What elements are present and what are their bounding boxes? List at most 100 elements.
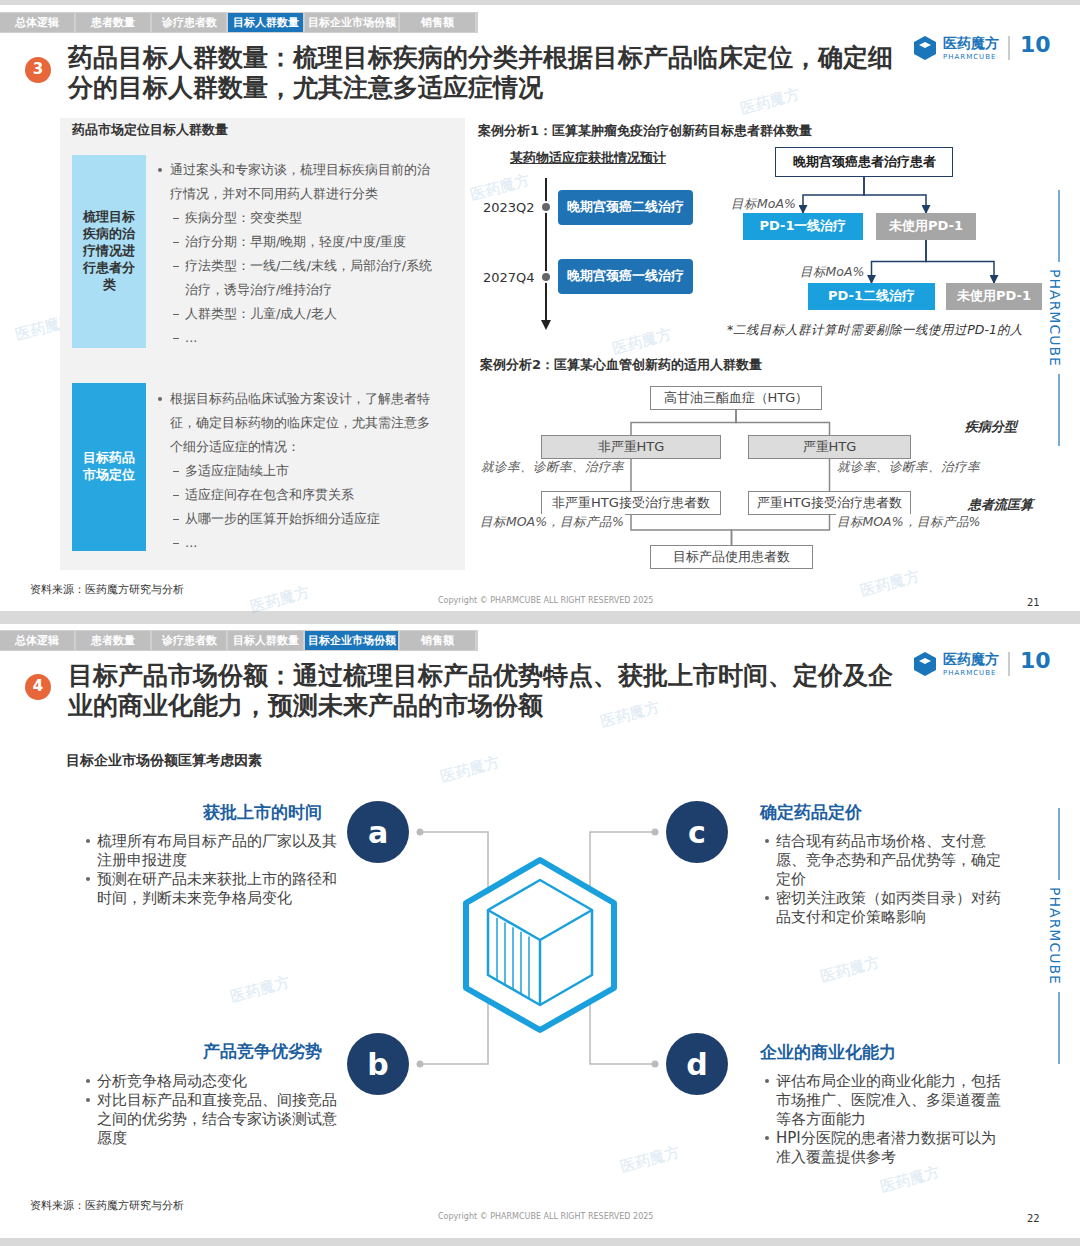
nav-tab: 目标人群数量: [228, 13, 303, 32]
nav-tab: 目标企业市场份额: [305, 13, 398, 32]
node-text: 高甘油三酯血症（HTG）: [664, 390, 809, 407]
section-heading: 案例分析1：匡算某肿瘤免疫治疗创新药目标患者群体数量: [478, 122, 812, 140]
node-text: 严重HTG: [803, 439, 857, 456]
node-text: PD-1一线治疗: [759, 218, 846, 235]
connector: [631, 410, 736, 435]
slide-divider: [0, 611, 1080, 624]
watermark: 医药魔方: [619, 1143, 682, 1177]
node-text: 目标药品市场定位: [82, 450, 136, 484]
top-band: [0, 0, 1080, 5]
copyright: Copyright © PHARMCUBE ALL RIGHT RESERVED…: [438, 1212, 653, 1221]
flow-box: 严重HTG: [748, 435, 911, 459]
stage-label: 患者流匡算: [968, 496, 1033, 514]
sub-item: ...: [185, 326, 438, 350]
sub-item: 从哪一步的匡算开始拆细分适应症: [185, 507, 438, 531]
slide-title: 药品目标人群数量：梳理目标疾病的分类并根据目标产品临床定位，确定细分的目标人群数…: [68, 43, 908, 103]
connector: [803, 177, 864, 213]
population-box: 晚期宫颈癌患者治疗患者: [775, 147, 953, 177]
sub-item: 疗法类型：一线/二线/末线，局部治疗/系统治疗，诱导治疗/维持治疗: [185, 254, 438, 302]
watermark: 医药魔方: [229, 973, 292, 1007]
bullet-text: 对比目标产品和直接竞品、间接竞品之间的优劣势，结合专家访谈测试意愿度: [97, 1091, 342, 1148]
section-number: 4: [25, 674, 51, 700]
date-label: 2027Q4: [483, 270, 535, 285]
flow-box: 非严重HTG接受治疗患者数: [541, 491, 721, 515]
node-text: b: [367, 1045, 388, 1084]
sub-item: 治疗分期：早期/晚期，轻度/中度/重度: [185, 230, 438, 254]
bullet-text: 分析竞争格局动态变化: [97, 1072, 342, 1091]
bullet-text: 根据目标药品临床试验方案设计，了解患者特征，确定目标药物的临床定位，尤其需注意多…: [170, 387, 438, 459]
connector: [926, 240, 994, 283]
nav-tab: 诊疗患者数: [152, 13, 226, 32]
flow-box: 非严重HTG: [541, 435, 721, 459]
cube-stripe: [512, 927, 514, 989]
section-number: 3: [25, 57, 51, 83]
connector: [872, 240, 927, 283]
side-brand: PHARMCUBE: [1047, 263, 1063, 373]
copyright: Copyright © PHARMCUBE ALL RIGHT RESERVED…: [438, 596, 653, 605]
node-text: 4: [33, 677, 43, 697]
cube-stripe: [496, 918, 498, 980]
cube-stripe: [504, 923, 506, 985]
node-text: 非严重HTG: [598, 439, 665, 456]
date-label: 2023Q2: [483, 200, 535, 215]
sub-item: 适应症间存在包含和序贯关系: [185, 483, 438, 507]
indication-box: 晚期宫颈癌一线治疗: [558, 259, 693, 294]
bullet-text: 梳理所有布局目标产品的厂家以及其注册申报进度: [97, 832, 342, 870]
page-number: 22: [1027, 1213, 1040, 1224]
logo-mark: 10: [1020, 648, 1051, 673]
indication-box: 晚期宫颈癌二线治疗: [558, 190, 693, 225]
stage-label: 疾病分型: [965, 418, 1017, 436]
watermark: 医药魔方: [859, 567, 922, 601]
sub-item: 人群类型：儿童/成人/老人: [185, 302, 438, 326]
nav-tab: 患者数量: [76, 631, 150, 650]
connector: [732, 515, 830, 545]
factor-heading: 企业的商业化能力: [760, 1041, 896, 1064]
factor-circle: c: [666, 801, 728, 863]
cube-stripe: [520, 932, 522, 994]
nav-tab: 目标企业市场份额: [305, 631, 398, 650]
node-text: 药品市场定位目标人群数量: [60, 118, 465, 143]
population-box: 未使用PD-1: [876, 213, 976, 240]
edge-label: 目标MoA%: [730, 196, 797, 213]
connector: [736, 410, 830, 435]
node-text: 未使用PD-1: [957, 288, 1031, 305]
edge-label: 就诊率、诊断率、治疗率: [480, 459, 625, 476]
sub-item: 疾病分型：突变类型: [185, 206, 438, 230]
flow-box: 目标产品使用患者数: [650, 545, 813, 569]
tab-bar: [0, 12, 478, 33]
node-text: 未使用PD-1: [889, 218, 963, 235]
hex-cube-icon: [466, 860, 614, 1030]
hub-dots: [417, 829, 659, 1068]
watermark: 医药魔方: [739, 85, 802, 119]
connector: [630, 459, 632, 491]
node-text: 非严重HTG接受治疗患者数: [552, 495, 710, 512]
bullet-text: 预测在研产品未来获批上市的路径和时间，判断未来竞争格局变化: [97, 870, 342, 908]
population-box: PD-1二线治疗: [808, 283, 935, 310]
logo-cube: [914, 36, 1009, 676]
section-heading: 目标企业市场份额匡算考虑因素: [66, 752, 262, 770]
factor-circle: a: [347, 801, 409, 863]
watermark: 医药魔方: [879, 1163, 942, 1197]
logo-text: 医药魔方: [943, 651, 999, 669]
nav-tab: 销售额: [400, 631, 475, 650]
watermark: 医药魔方: [611, 325, 674, 359]
source-note: 资料来源：医药魔方研究与分析: [30, 1198, 184, 1213]
watermark: 医药魔方: [599, 698, 662, 732]
population-box: PD-1一线治疗: [743, 213, 863, 240]
nav-tab: 销售额: [400, 13, 475, 32]
flow-box: 严重HTG接受治疗患者数: [748, 491, 911, 515]
page-number: 21: [1027, 597, 1040, 608]
category-box: 目标药品市场定位: [72, 383, 146, 551]
info-panel: 药品市场定位目标人群数量梳理目标疾病的治疗情况进行患者分类目标药品市场定位: [60, 118, 465, 570]
cube-stripe: [528, 936, 530, 998]
watermark: 医药魔方: [469, 171, 532, 205]
edge-label: 就诊率、诊断率、治疗率: [836, 459, 981, 476]
category-box: 梳理目标疾病的治疗情况进行患者分类: [72, 155, 146, 348]
node-text: 晚期宫颈癌一线治疗: [567, 268, 684, 285]
side-brand: PHARMCUBE: [1047, 881, 1063, 991]
bullet-text: 通过案头和专家访谈，梳理目标疾病目前的治疗情况，并对不同用药人群进行分类: [170, 158, 438, 206]
edge-label: 目标MOA%，目标产品%: [836, 514, 982, 531]
watermark: 医药魔方: [819, 953, 882, 987]
nav-tab: 目标人群数量: [228, 631, 303, 650]
watermark: 医药魔方: [439, 753, 502, 787]
